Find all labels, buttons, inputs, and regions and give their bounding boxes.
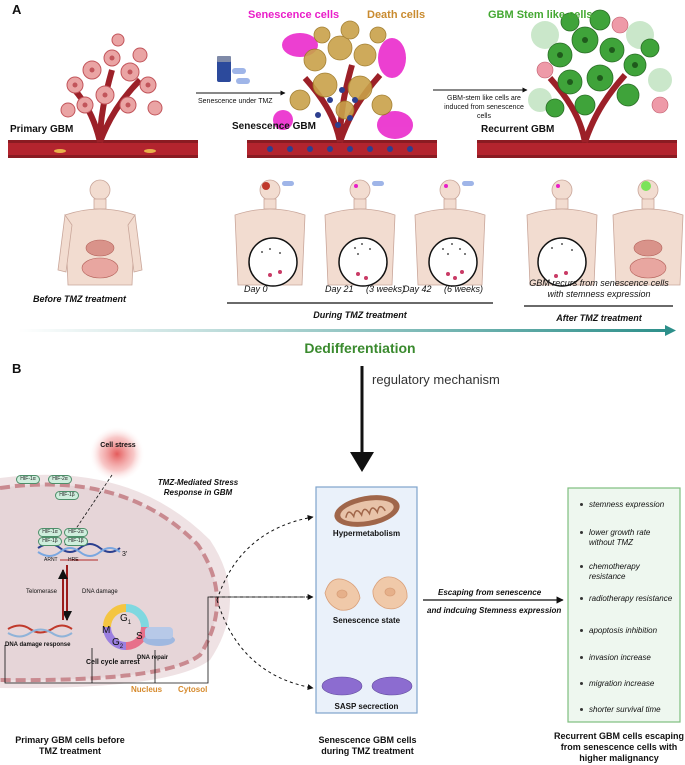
day21-label: Day 21 (3 weeks) xyxy=(325,284,406,294)
nucleus-membrane xyxy=(0,482,219,683)
list-item: invasion increase xyxy=(580,653,676,679)
sasp-label: SASP secrection xyxy=(334,702,399,711)
dna-repair-label: DNA repair xyxy=(137,655,169,661)
caption-middle: Senescence GBM cells during TMZ treatmen… xyxy=(318,735,417,756)
stem-like-cells-label: GBM Stem like cells xyxy=(488,9,593,21)
regulatory-mechanism-label: regulatory mechanism xyxy=(372,372,500,387)
before-tmz-label: Before TMZ treatment xyxy=(33,294,127,304)
recurrent-gbm-illustration xyxy=(477,9,677,158)
escape-label-1: Escaping from senescence xyxy=(438,588,542,597)
telomerase-label: Telomerase xyxy=(26,589,58,595)
senescent-cell-icons xyxy=(324,576,408,611)
hre-label: HRE xyxy=(68,557,79,563)
three-prime-label: 3' xyxy=(122,551,128,558)
recur-label: GBM recurs from senescence cells with st… xyxy=(529,278,669,299)
dna-damage-label: DNA damage xyxy=(82,589,118,595)
dna-repair-icon xyxy=(143,627,175,646)
hif1b-pill-top: HIF-1β xyxy=(55,491,79,500)
arnt-label: ARNT xyxy=(44,557,58,563)
pill-icons xyxy=(282,181,474,186)
senescence-state-label: Senescence state xyxy=(332,616,401,625)
list-item: stemness expression xyxy=(580,500,676,528)
list-item: shorter survival time xyxy=(580,705,676,715)
g2-phase-label: G2 xyxy=(112,637,124,650)
escape-label-2: and indcuing Stemness expression xyxy=(427,606,562,615)
cytosol-label: Cytosol xyxy=(178,685,208,694)
dedifferentiation-label: Dedifferentiation xyxy=(304,340,416,356)
recurrent-gbm-label: Recurrent GBM xyxy=(481,124,555,135)
panel-a-label: A xyxy=(12,2,22,17)
list-item: migration increase xyxy=(580,679,676,705)
m-phase-label: M xyxy=(102,625,111,636)
caption-left: Primary GBM cells before TMZ treatment xyxy=(15,735,125,756)
senescence-gbm-label: Senescence GBM xyxy=(232,121,316,132)
cell-cycle-ring xyxy=(103,604,149,650)
senescence-cells-label: Senescence cells xyxy=(248,9,340,21)
cell-cycle-arrest-label: Cell cycle arrest xyxy=(86,659,140,666)
hif2a-pill: HIF-2α xyxy=(64,528,88,537)
hypermetabolism-label: Hypermetabolism xyxy=(332,529,401,538)
list-item: lower growth rate without TMZ xyxy=(580,528,676,562)
zoom-circles xyxy=(248,237,587,287)
arrow2-label: GBM-stem like cells are induced from sen… xyxy=(444,95,524,120)
senescence-gbm-illustration xyxy=(247,20,437,158)
hif1b-pill-b: HIF-1β xyxy=(64,537,88,546)
caption-right: Recurrent GBM cells escaping from senesc… xyxy=(553,731,685,763)
g1-phase-label: G1 xyxy=(120,613,132,626)
list-item: apoptosis inhibition xyxy=(580,626,676,653)
during-tmz-label: During TMZ treatment xyxy=(313,310,407,320)
primary-gbm-label: Primary GBM xyxy=(10,124,74,135)
sasp-icons xyxy=(321,676,413,696)
panel-b-label: B xyxy=(12,361,22,376)
primary-gbm-illustration xyxy=(8,33,198,158)
mitochondrion-icon xyxy=(334,495,400,527)
arrow1-label: Senescence under TMZ xyxy=(198,98,273,105)
nucleus-label: Nucleus xyxy=(131,685,163,694)
day0-label: Day 0 xyxy=(244,284,268,294)
recurrent-box xyxy=(567,487,681,723)
hif1a-pill: HIF-1α xyxy=(38,528,62,537)
list-item: radiotherapy resistance xyxy=(580,594,676,626)
cell-stress-label: Cell stress xyxy=(100,442,136,449)
tmz-stress-label: TMZ-Mediated Stress Response in GBM xyxy=(157,478,239,497)
day42-label: Day 42 (6 weeks) xyxy=(403,284,484,294)
hif2a-pill-top: HIF-2α xyxy=(48,475,72,484)
after-tmz-label: After TMZ treatment xyxy=(556,313,642,323)
death-cells-label: Death cells xyxy=(367,9,426,21)
cell-stress-glow xyxy=(89,426,145,482)
malignancy-list: stemness expression lower growth rate wi… xyxy=(580,500,676,715)
hif1b-pill-a: HIF-1β xyxy=(38,537,62,546)
hif1a-pill-top: HIF-1α xyxy=(16,475,40,484)
s-phase-label: S xyxy=(136,631,143,642)
ddr-label: DNA damage response xyxy=(5,642,71,648)
tmz-pills-icon xyxy=(217,56,250,84)
list-item: chemotherapy resistance xyxy=(580,562,676,594)
